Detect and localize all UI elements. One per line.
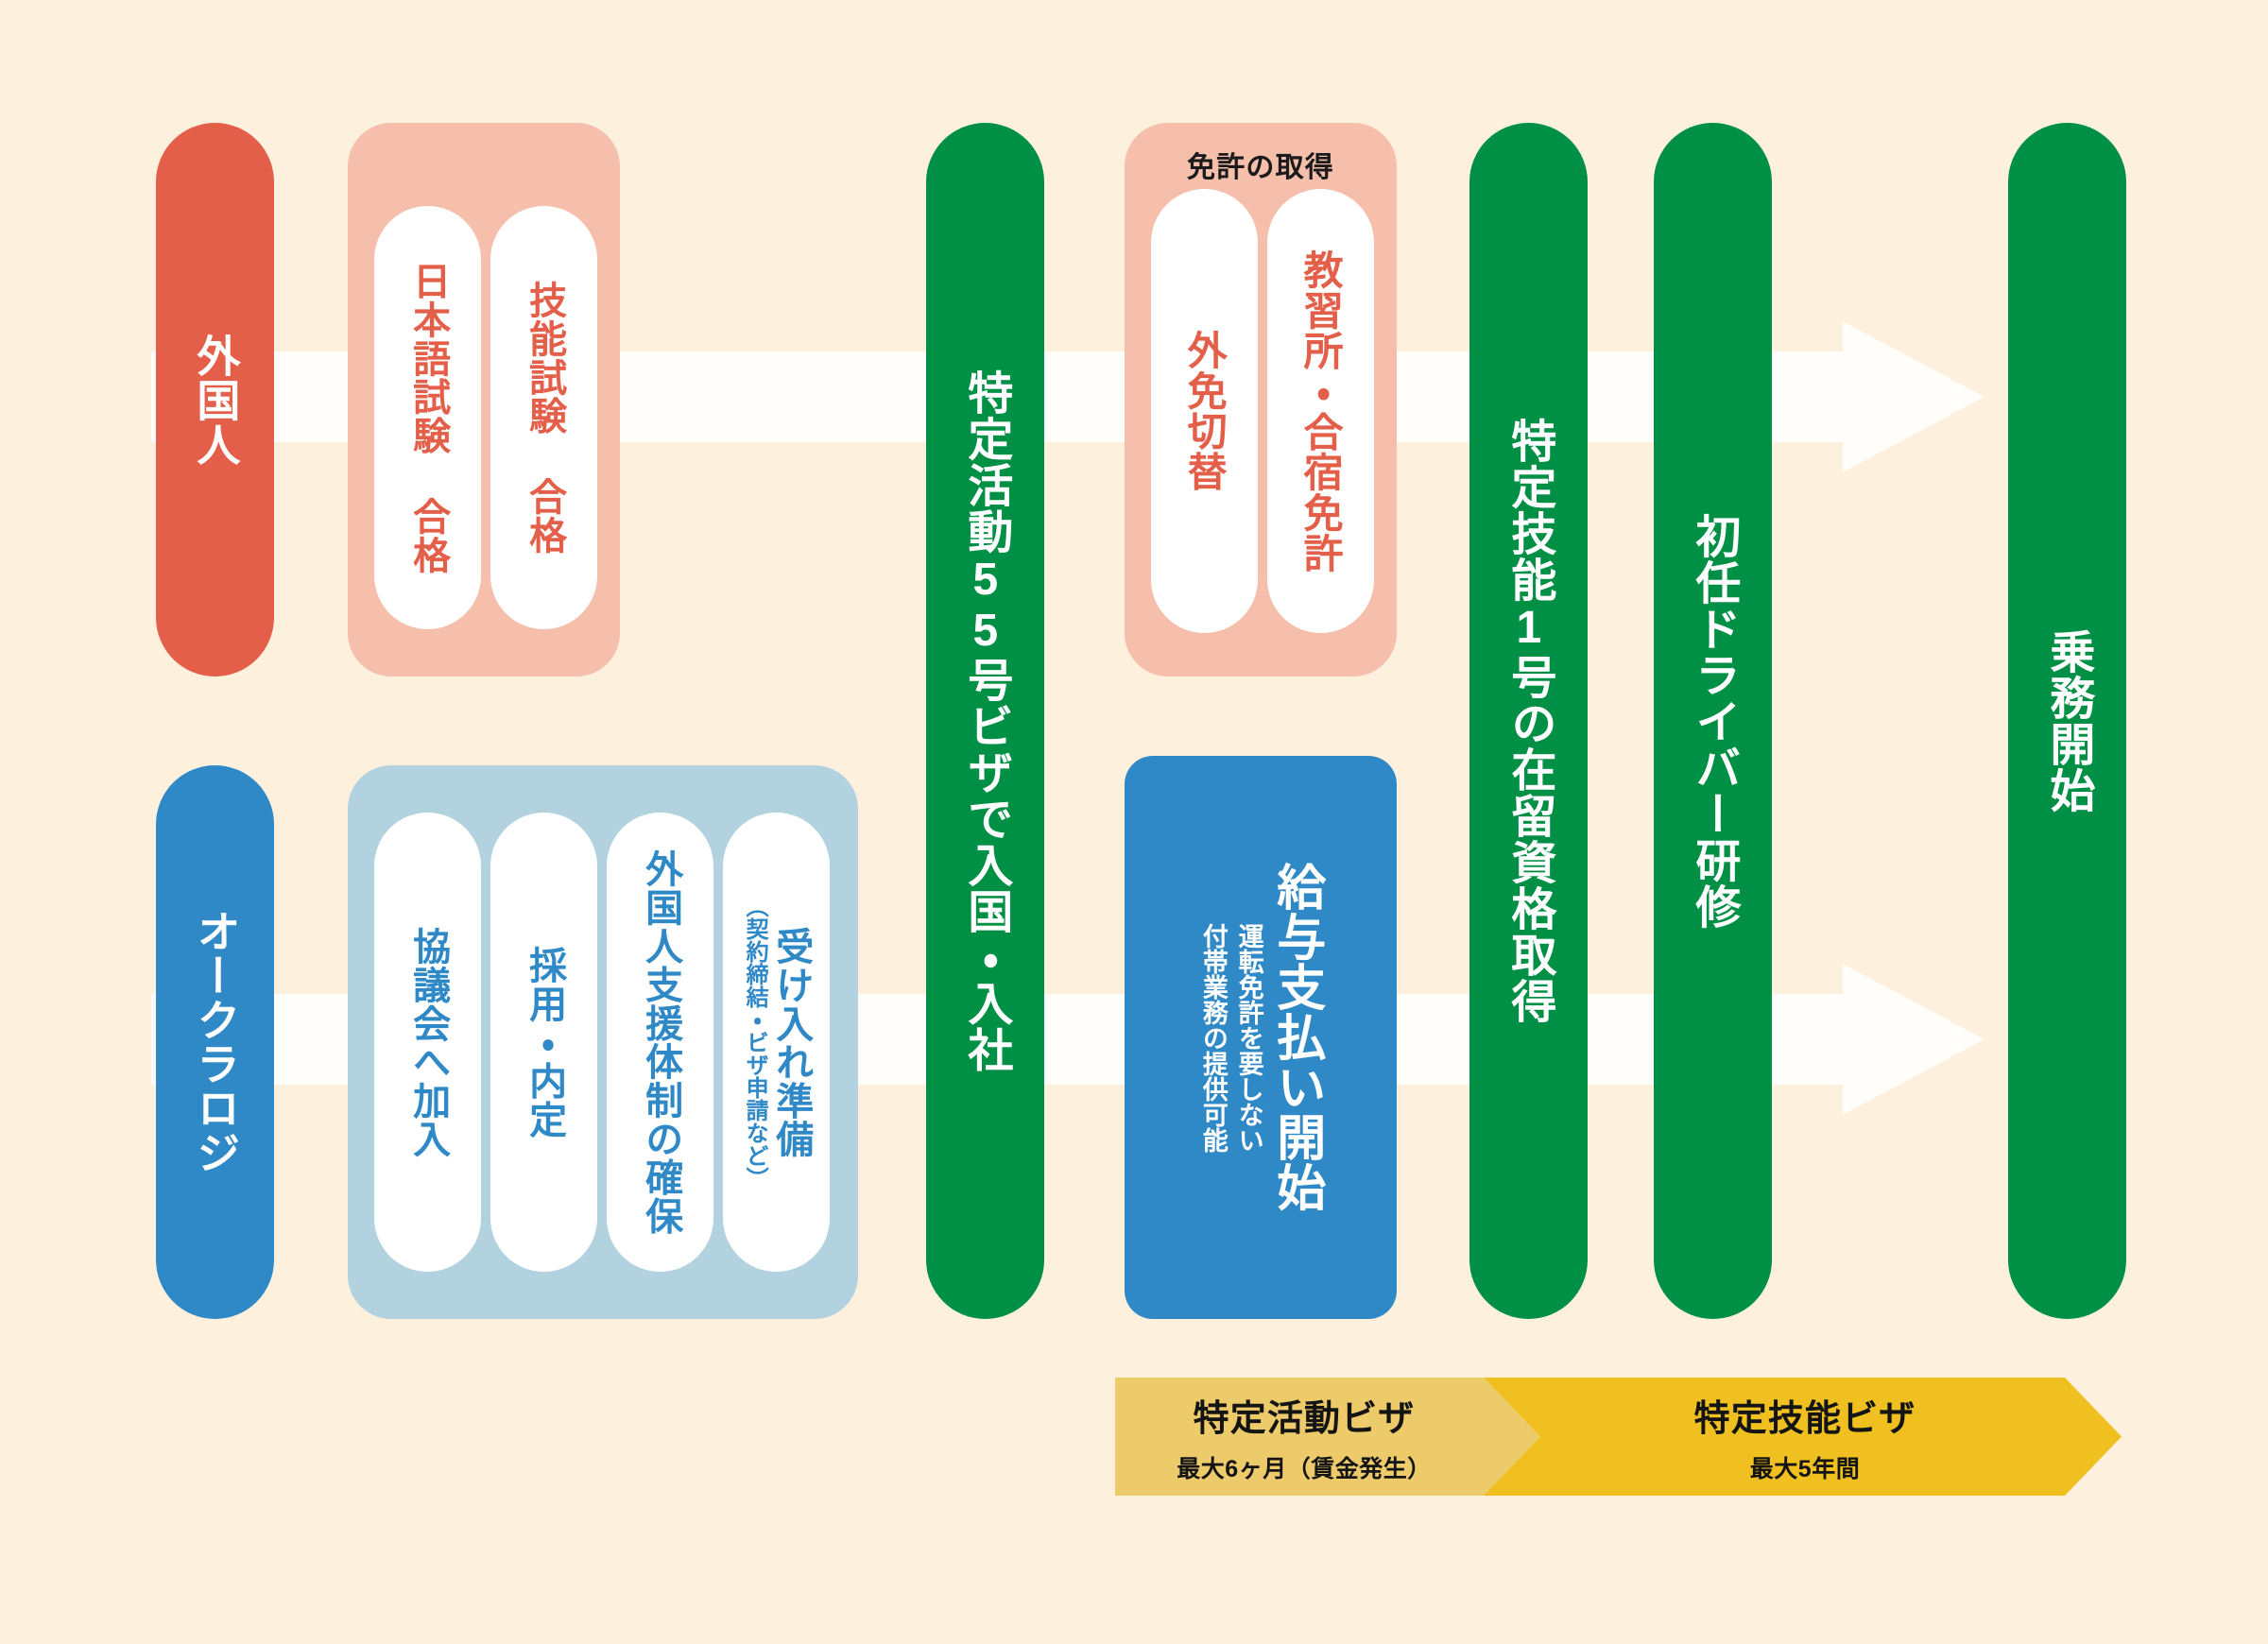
actor-bar-okura-logi[interactable]: オークラロジ [156, 765, 274, 1319]
prep-pill-hiring-offer-label: 採用・内定 [524, 946, 566, 1139]
exam-pill-skill-test-label: 技能試験 合格 [524, 281, 566, 555]
license-pill-foreign-license-transfer-label: 外免切替 [1182, 330, 1228, 492]
exam-pill-japanese-test[interactable]: 日本語試験 合格 [374, 206, 481, 629]
step-entry-visa-55-label: 特定活動55号ビザで入国・入社 [960, 368, 1011, 1073]
actor-bar-okura-logi-label: オークラロジ [191, 909, 241, 1175]
visa-segment-2-title: 特定技能ビザ [1693, 1399, 1916, 1439]
visa-timeline-banner: 特定活動ビザ 最大6ヶ月（賃金発生） 特定技能ビザ 最大5年間 [1115, 1378, 2122, 1496]
prep-pill-acceptance-prep-label: 受け入れ準備 [770, 926, 813, 1158]
step-new-driver-training-label: 初任ドライバー研修 [1688, 512, 1739, 930]
visa-segment-1[interactable]: 特定活動ビザ 最大6ヶ月（賃金発生） [1115, 1378, 1493, 1496]
step-salary-start-text: 給与支払い開始 運転免許を要しない 付帯業務の提供可能 [1198, 862, 1324, 1213]
prep-pill-join-council[interactable]: 協議会へ加入 [374, 813, 481, 1272]
step-residence-status[interactable]: 特定技能1号の在留資格取得 [1469, 123, 1588, 1319]
visa-segment-1-shape [1115, 1378, 1540, 1496]
prep-pill-support-system-label: 外国人支援体制の確保 [640, 849, 682, 1235]
license-group-title: 免許の取得 [1187, 152, 1334, 183]
step-residence-status-label: 特定技能1号の在留資格取得 [1503, 418, 1555, 1024]
prep-pill-acceptance-prep[interactable]: 受け入れ準備 （契約締結・ビザ申請など） [723, 813, 830, 1272]
visa-segment-2[interactable]: 特定技能ビザ 最大5年間 [1512, 1378, 2098, 1496]
step-salary-start-note-1: 運転免許を要しない [1234, 922, 1263, 1153]
license-pill-foreign-license-transfer[interactable]: 外免切替 [1151, 189, 1258, 633]
step-salary-start-label: 給与支払い開始 [1268, 862, 1324, 1213]
license-pill-driving-school-label: 教習所・合宿免許 [1298, 248, 1344, 574]
step-new-driver-training[interactable]: 初任ドライバー研修 [1654, 123, 1772, 1319]
visa-segment-1-title: 特定活動ビザ [1193, 1399, 1416, 1439]
prep-pill-support-system[interactable]: 外国人支援体制の確保 [607, 813, 713, 1272]
step-start-duty-label: 乗務開始 [2042, 628, 2093, 813]
license-pill-driving-school[interactable]: 教習所・合宿免許 [1267, 189, 1374, 633]
prep-pill-hiring-offer[interactable]: 採用・内定 [490, 813, 597, 1272]
visa-segment-1-subtitle: 最大6ヶ月（賃金発生） [1177, 1456, 1432, 1482]
prep-pill-acceptance-prep-text: 受け入れ準備 （契約締結・ビザ申請など） [742, 895, 812, 1190]
prep-pill-acceptance-prep-note: （契約締結・ビザ申請など） [742, 895, 768, 1190]
step-salary-start[interactable]: 給与支払い開始 運転免許を要しない 付帯業務の提供可能 [1125, 756, 1397, 1319]
prep-pill-join-council-label: 協議会へ加入 [407, 926, 450, 1158]
step-start-duty[interactable]: 乗務開始 [2008, 123, 2126, 1319]
visa-segment-2-shape [1484, 1378, 2122, 1496]
step-salary-start-note-2: 付帯業務の提供可能 [1198, 922, 1228, 1153]
exam-pill-japanese-test-label: 日本語試験 合格 [407, 261, 450, 574]
actor-bar-foreign-worker-label: 外国人 [191, 333, 241, 467]
actor-bar-foreign-worker[interactable]: 外国人 [156, 123, 274, 676]
step-entry-visa-55[interactable]: 特定活動55号ビザで入国・入社 [926, 123, 1044, 1319]
exam-pill-skill-test[interactable]: 技能試験 合格 [490, 206, 597, 629]
visa-segment-2-subtitle: 最大5年間 [1749, 1456, 1861, 1482]
